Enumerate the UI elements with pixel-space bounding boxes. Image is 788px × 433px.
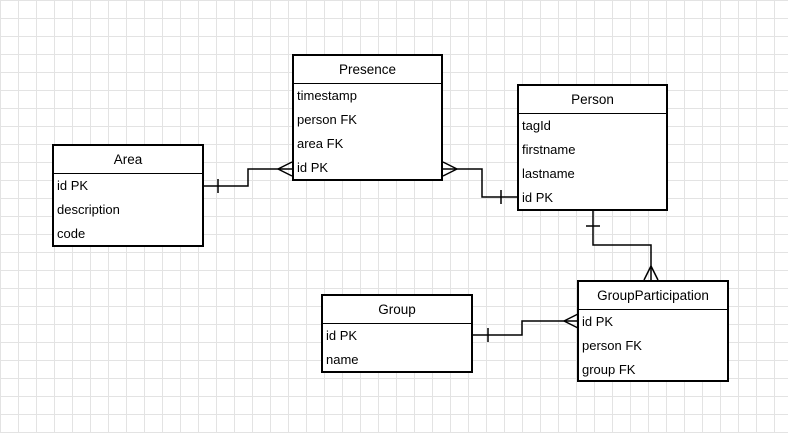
field-firstname: firstname	[522, 142, 576, 157]
many-marker-presence-area	[277, 161, 293, 177]
field-area-fk: area FK	[297, 136, 344, 151]
field-name: name	[326, 352, 359, 367]
field-tagid: tagId	[522, 118, 551, 133]
field-timestamp: timestamp	[297, 88, 357, 103]
field-person-fk: person FK	[582, 338, 642, 353]
field-id-pk: id PK	[297, 160, 329, 175]
entity-title: GroupParticipation	[579, 282, 727, 310]
relationship-area-presence	[204, 168, 292, 187]
field-description: description	[57, 202, 120, 217]
field-id-pk: id PK	[326, 328, 358, 343]
many-marker-presence-person	[442, 161, 458, 177]
field-id-pk: id PK	[582, 314, 614, 329]
entity-title: Group	[323, 296, 471, 324]
entity-groupparticipation[interactable]: GroupParticipation id PK person FK group…	[577, 280, 729, 382]
many-marker-groupparticipation-person	[643, 265, 659, 281]
entity-person[interactable]: Person tagId firstname lastname id PK	[517, 84, 668, 211]
entity-title: Presence	[294, 56, 441, 84]
entity-area[interactable]: Area id PK description code	[52, 144, 204, 247]
entity-title: Area	[54, 146, 202, 174]
entity-title: Person	[519, 86, 666, 114]
relationship-group-groupparticipation	[473, 320, 578, 336]
entity-presence[interactable]: Presence timestamp person FK area FK id …	[292, 54, 443, 181]
many-marker-groupparticipation-group	[563, 313, 579, 329]
field-id-pk: id PK	[57, 178, 89, 193]
field-lastname: lastname	[522, 166, 575, 181]
field-id-pk: id PK	[522, 190, 554, 205]
field-person-fk: person FK	[297, 112, 357, 127]
entity-group[interactable]: Group id PK name	[321, 294, 473, 373]
field-code: code	[57, 226, 86, 241]
relationship-presence-person	[443, 168, 517, 198]
relationship-person-groupparticipation	[592, 210, 652, 280]
field-group-fk: group FK	[582, 362, 636, 377]
